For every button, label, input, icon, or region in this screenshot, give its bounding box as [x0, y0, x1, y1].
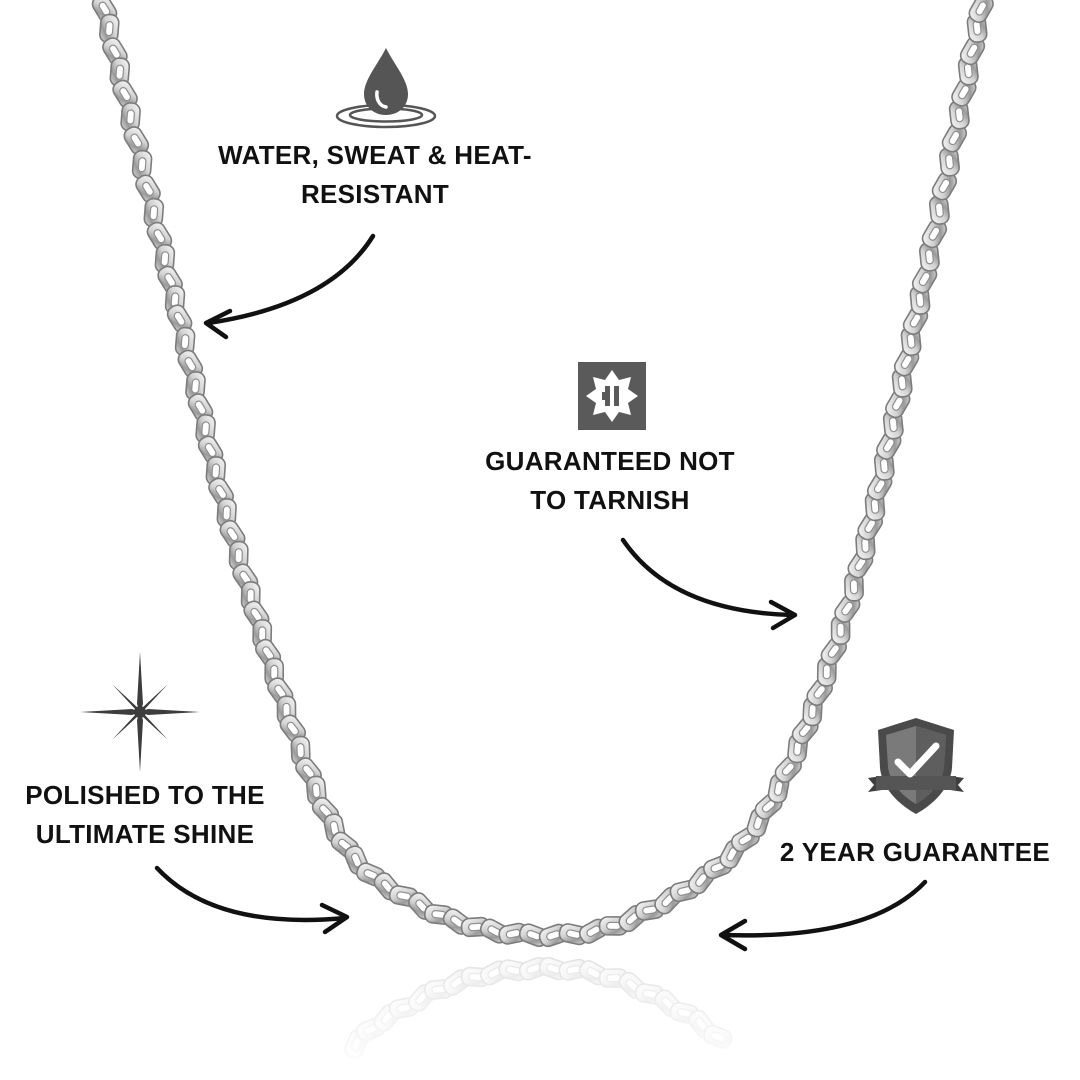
chain-link [177, 349, 204, 379]
reflection-fade [300, 950, 780, 1080]
sparkle-icon [80, 652, 200, 772]
chain-link [146, 221, 173, 251]
arrow-guarantee [720, 879, 928, 938]
arrow-tarnish-head [768, 599, 798, 631]
arrow-shine [154, 865, 348, 923]
chain-link [959, 36, 986, 66]
chain-link [135, 174, 161, 204]
feature-tarnish-caption: GUARANTEED NOT TO TARNISH [430, 442, 790, 520]
feature-guarantee-line1: 2 YEAR GUARANTEE [779, 837, 1051, 867]
feature-guarantee-caption: 2 YEAR GUARANTEE [760, 833, 1070, 872]
feature-shine-line2: ULTIMATE SHINE [35, 819, 255, 849]
chain-link [931, 171, 958, 201]
chain-link [941, 123, 968, 153]
chain-link [123, 126, 150, 156]
shield-check-icon [868, 718, 964, 814]
feature-water-line1: WATER, SWEAT & HEAT- [218, 140, 532, 170]
feature-shine-caption: POLISHED TO THE ULTIMATE SHINE [0, 776, 295, 854]
chain-link [746, 807, 770, 838]
chain-link [844, 571, 864, 602]
arrow-water-head [203, 308, 233, 340]
arrow-shine-head [319, 902, 350, 935]
chain-links [85, 0, 994, 948]
arrow-water [205, 233, 376, 326]
chain-link [109, 57, 131, 88]
arrow-tarnish [620, 537, 796, 618]
feature-tarnish-line2: TO TARNISH [530, 485, 690, 515]
chain-link [830, 615, 851, 645]
feature-water-line2: RESISTANT [300, 179, 450, 209]
chain-link [166, 304, 193, 334]
chain-link [891, 367, 913, 398]
feature-water-caption: WATER, SWEAT & HEAT- RESISTANT [185, 136, 565, 214]
chain-link [143, 197, 165, 228]
feature-tarnish-line1: GUARANTEED NOT [485, 446, 735, 476]
chain-link [921, 219, 948, 249]
chain-link [928, 195, 950, 225]
water-drop-icon [335, 48, 437, 129]
chain-link [279, 714, 307, 743]
tarnish-badge-icon [578, 362, 646, 430]
chain-link [120, 102, 141, 132]
chain-link [99, 13, 120, 44]
chain-link [968, 0, 994, 24]
arrow-guarantee-head [718, 918, 748, 952]
feature-shine-line1: POLISHED TO THE [25, 780, 265, 810]
